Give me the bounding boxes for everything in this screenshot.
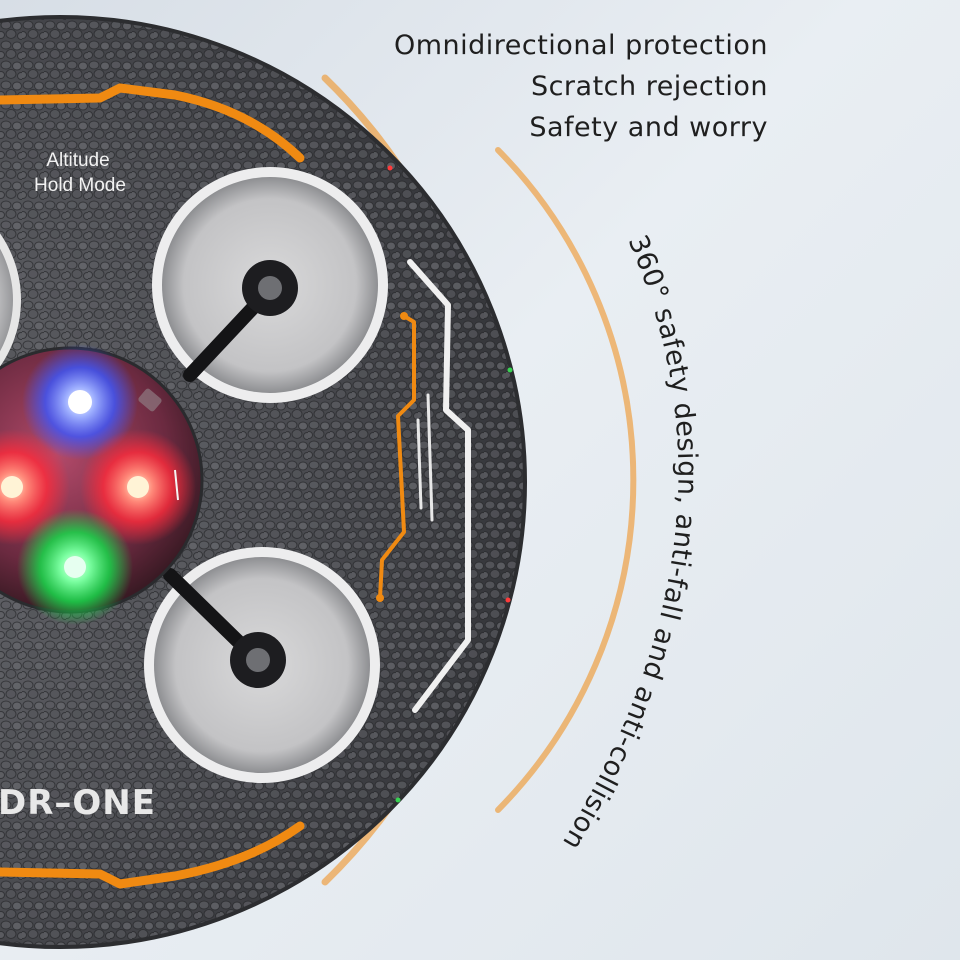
- drone-shell-rim: [0, 15, 527, 949]
- rim-indicator-3: [505, 597, 511, 603]
- rim-indicator-4: [395, 797, 401, 803]
- drone-shell-texture: [0, 17, 525, 947]
- altitude-mode-label-line2: Hold Mode: [34, 175, 126, 196]
- white-side-trim-small: [426, 393, 434, 522]
- propeller-well-left: [0, 233, 21, 367]
- propeller-well-top: [152, 167, 388, 403]
- propeller-well-bottom: [144, 547, 380, 783]
- orange-side-trim: [378, 314, 416, 600]
- feature-omnidirectional-protection: Omnidirectional protection: [393, 30, 768, 61]
- middle-protection-arc: [495, 147, 637, 813]
- altitude-mode-label-line1: Altitude: [46, 150, 109, 171]
- orange-decal-top: [0, 83, 305, 163]
- white-side-trim: [407, 259, 471, 713]
- orange-trim-dot-top: [400, 312, 408, 320]
- brand-logo-text: DR–ONE: [0, 783, 156, 823]
- white-side-trim-small-2: [416, 418, 423, 510]
- led-dome: [0, 344, 204, 625]
- drone-body: Altitude Hold Mode DR–ONE: [0, 15, 527, 949]
- feature-safety-and-worry: Safety and worry: [529, 112, 768, 143]
- rim-indicator-1: [387, 165, 393, 171]
- rim-indicator-2: [507, 367, 513, 373]
- feature-scratch-rejection: Scratch rejection: [530, 71, 768, 102]
- orange-trim-dot-bottom: [376, 594, 384, 602]
- orange-decal-bottom: [0, 821, 305, 889]
